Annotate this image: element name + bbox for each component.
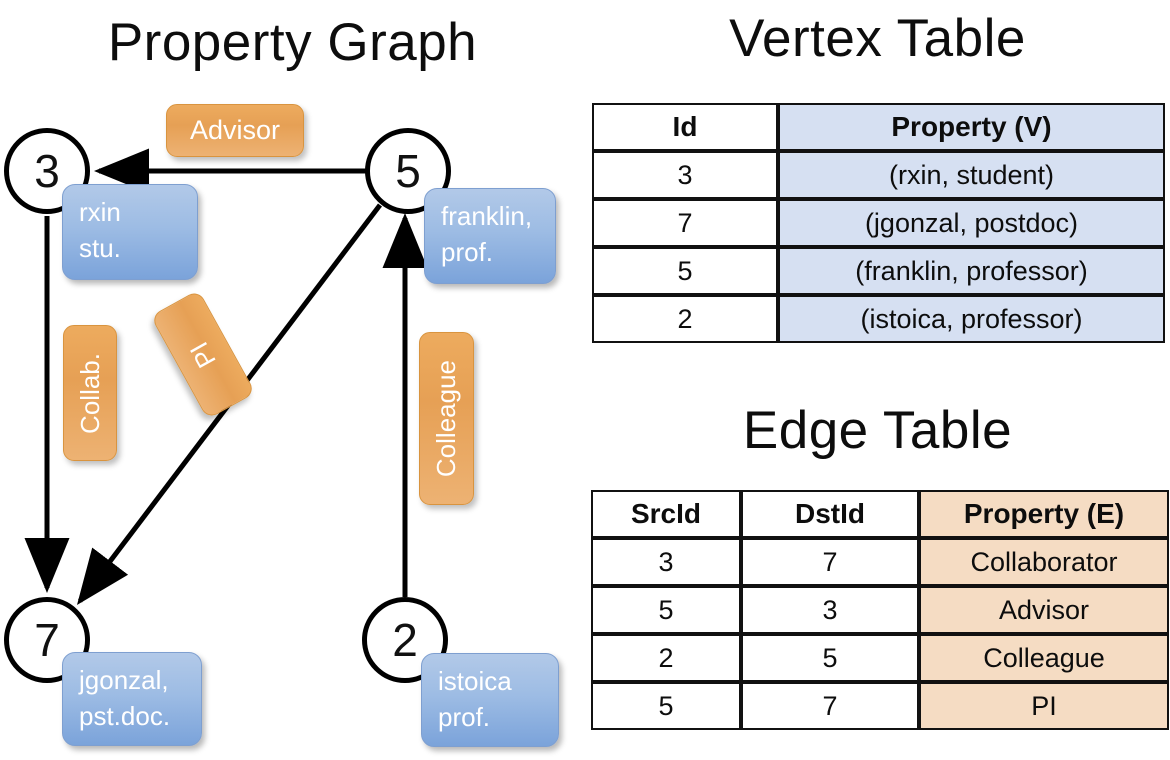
vertex-property-callout-3-line2: stu. <box>79 232 121 263</box>
vertex-property-callout-2-line1: istoica <box>438 666 512 696</box>
table-row[interactable]: 5 7 PI <box>591 682 1169 730</box>
table-row[interactable]: 3 (rxin, student) <box>592 151 1165 199</box>
vertex-table: Id Property (V) 3 (rxin, student) 7 (jgo… <box>592 103 1165 343</box>
edge-cell-dstid: 7 <box>741 682 919 730</box>
table-row[interactable]: 2 5 Colleague <box>591 634 1169 682</box>
graph-node-5[interactable]: 5 <box>365 128 451 214</box>
vertex-property-callout-3: rxin stu. <box>62 184 198 280</box>
edge-cell-srcid: 2 <box>591 634 741 682</box>
edge-cell-dstid: 7 <box>741 538 919 586</box>
table-row[interactable]: 5 (franklin, professor) <box>592 247 1165 295</box>
vertex-property-callout-7: jgonzal, pst.doc. <box>62 652 202 746</box>
vertex-property-callout-3-line1: rxin <box>79 197 121 227</box>
edge-cell-dstid: 3 <box>741 586 919 634</box>
vertex-cell-property: (istoica, professor) <box>778 295 1165 343</box>
vertex-table-header-id: Id <box>592 103 778 151</box>
vertex-property-callout-2: istoica prof. <box>421 653 559 747</box>
vertex-property-callout-7-line2: pst.doc. <box>79 700 171 731</box>
edge-label-collab-text: Collab. <box>74 352 105 434</box>
vertex-property-callout-5-line2: prof. <box>441 236 494 267</box>
vertex-table-header-row: Id Property (V) <box>592 103 1165 151</box>
table-row[interactable]: 3 7 Collaborator <box>591 538 1169 586</box>
edge-cell-property: Advisor <box>919 586 1169 634</box>
vertex-property-callout-5-line1: franklin, <box>441 201 533 231</box>
edge-label-pi-text: PI <box>183 336 222 373</box>
edge-table-header-row: SrcId DstId Property (E) <box>591 490 1169 538</box>
graph-node-5-label: 5 <box>395 145 421 197</box>
vertex-property-callout-5: franklin, prof. <box>424 188 556 284</box>
page-title-vertex-table: Vertex Table <box>729 9 1026 68</box>
vertex-cell-id: 7 <box>592 199 778 247</box>
edge-cell-dstid: 5 <box>741 634 919 682</box>
edge-label-collab: Collab. <box>63 325 117 461</box>
graph-node-2[interactable]: 2 <box>362 597 448 683</box>
edge-label-colleague-text: Colleague <box>431 359 461 478</box>
edge-label-colleague: Colleague <box>419 332 474 505</box>
page-title-edge-table: Edge Table <box>742 401 1013 460</box>
table-row[interactable]: 5 3 Advisor <box>591 586 1169 634</box>
edge-cell-property: Collaborator <box>919 538 1169 586</box>
page-title-property-graph: Property Graph <box>107 13 478 72</box>
vertex-table-header-property: Property (V) <box>778 103 1165 151</box>
vertex-property-callout-2-line2: prof. <box>438 701 491 732</box>
graph-node-3-label: 3 <box>34 145 60 197</box>
table-row[interactable]: 7 (jgonzal, postdoc) <box>592 199 1165 247</box>
edge-cell-property: PI <box>919 682 1169 730</box>
edge-table-header-property: Property (E) <box>919 490 1169 538</box>
edge-table-header-srcid: SrcId <box>591 490 741 538</box>
edge-cell-property: Colleague <box>919 634 1169 682</box>
edge-cell-srcid: 5 <box>591 586 741 634</box>
vertex-cell-id: 3 <box>592 151 778 199</box>
vertex-cell-property: (jgonzal, postdoc) <box>778 199 1165 247</box>
vertex-cell-property: (franklin, professor) <box>778 247 1165 295</box>
table-row[interactable]: 2 (istoica, professor) <box>592 295 1165 343</box>
edge-cell-srcid: 3 <box>591 538 741 586</box>
graph-node-2-label: 2 <box>392 614 418 666</box>
vertex-cell-id: 5 <box>592 247 778 295</box>
vertex-cell-id: 2 <box>592 295 778 343</box>
edge-table-header-dstid: DstId <box>741 490 919 538</box>
edge-cell-srcid: 5 <box>591 682 741 730</box>
edge-label-advisor-text: Advisor <box>189 115 281 145</box>
edge-label-advisor: Advisor <box>166 104 304 157</box>
vertex-cell-property: (rxin, student) <box>778 151 1165 199</box>
vertex-property-callout-7-line1: jgonzal, <box>79 665 169 695</box>
property-graph-diagram: 3 5 7 2 rxin stu. franklin, prof. jgonza… <box>4 104 559 747</box>
graph-node-7-label: 7 <box>34 614 60 666</box>
edge-table: SrcId DstId Property (E) 3 7 Collaborato… <box>591 490 1169 730</box>
